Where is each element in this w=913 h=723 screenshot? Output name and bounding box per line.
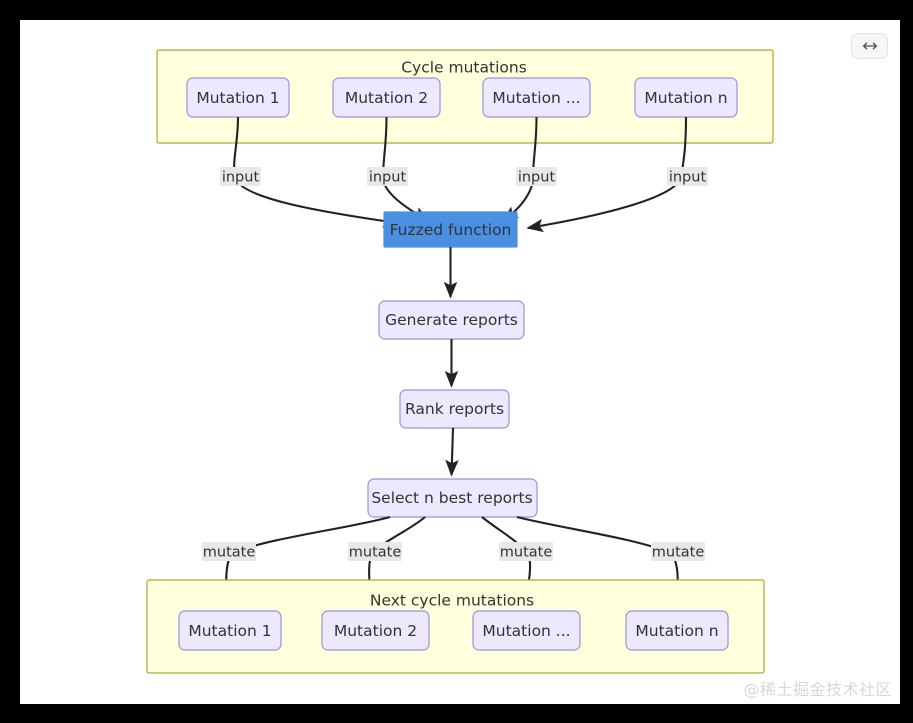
expand-width-button[interactable]	[851, 33, 888, 59]
node-mutation-ellipsis-bottom[interactable]: Mutation ...	[472, 610, 581, 651]
node-fuzzed-function-label: Fuzzed function	[390, 221, 512, 239]
node-rank-reports-box[interactable]	[399, 389, 510, 429]
node-mutation-ellipsis-top[interactable]: Mutation ...	[482, 77, 591, 118]
node-rank-reports-label: Rank reports	[405, 400, 504, 418]
edge-label-mutate-2: mutate	[348, 542, 402, 561]
node-fuzzed-function[interactable]: Fuzzed function	[383, 211, 518, 248]
node-mutation-ellipsis-bottom-label: Mutation ...	[482, 622, 570, 640]
edge-label-mutate-1-text: mutate	[203, 545, 256, 561]
edge-label-input-3-text: input	[518, 170, 556, 186]
edge-label-mutate-2-bg	[348, 542, 402, 561]
node-generate-reports[interactable]: Generate reports	[378, 300, 525, 340]
node-select-n-best-reports[interactable]: Select n best reports	[367, 478, 538, 518]
flowchart-svg: Cycle mutations Mutation 1 Mutation 2 Mu…	[146, 49, 774, 674]
edge-label-mutate-1-bg	[202, 542, 256, 561]
edge-label-mutate-1: mutate	[202, 542, 256, 561]
node-mutation-n-top-label: Mutation n	[644, 89, 727, 107]
node-mutation-1-top[interactable]: Mutation 1	[186, 77, 290, 118]
node-mutation-2-bottom-box[interactable]	[321, 610, 430, 651]
node-mutation-2-top[interactable]: Mutation 2	[332, 77, 441, 118]
node-select-n-best-reports-label: Select n best reports	[371, 489, 532, 507]
node-mutation-ellipsis-top-label: Mutation ...	[492, 89, 580, 107]
cluster-cycle-mutations: Cycle mutations	[156, 49, 774, 144]
edge-label-mutate-4-text: mutate	[652, 545, 705, 561]
edge-label-mutate-4: mutate	[651, 542, 705, 561]
node-mutation-ellipsis-bottom-box[interactable]	[472, 610, 581, 651]
edge-label-input-1: input	[220, 167, 261, 186]
node-mutation-n-bottom-box[interactable]	[625, 610, 729, 651]
edge-label-mutate-4-bg	[651, 542, 705, 561]
edge-label-mutate-3-text: mutate	[500, 545, 553, 561]
watermark-text: @稀土掘金技术社区	[743, 680, 892, 699]
edge-label-input-4-text: input	[669, 170, 707, 186]
edge-label-input-3: input	[516, 167, 557, 186]
edge-label-input-2: input	[367, 167, 408, 186]
edge-label-input-4-bg	[667, 167, 708, 186]
node-generate-reports-label: Generate reports	[385, 311, 518, 329]
edge-label-mutate-3: mutate	[499, 542, 553, 561]
edge-label-mutate-2-text: mutate	[349, 545, 402, 561]
node-mutation-2-bottom-label: Mutation 2	[334, 622, 417, 640]
cluster-next-cycle-mutations-label: Next cycle mutations	[370, 592, 534, 610]
diagram-canvas[interactable]: Cycle mutations Mutation 1 Mutation 2 Mu…	[20, 20, 900, 704]
node-mutation-n-top[interactable]: Mutation n	[634, 77, 738, 118]
edge-label-input-2-text: input	[369, 170, 407, 186]
node-mutation-n-bottom-label: Mutation n	[635, 622, 718, 640]
node-mutation-1-bottom-label: Mutation 1	[188, 622, 271, 640]
node-select-n-best-reports-box[interactable]	[367, 478, 538, 518]
node-rank-reports[interactable]: Rank reports	[399, 389, 510, 429]
horizontal-resize-icon	[862, 38, 878, 54]
node-mutation-2-top-label: Mutation 2	[345, 89, 428, 107]
node-mutation-1-bottom-box[interactable]	[178, 610, 282, 651]
cluster-cycle-mutations-box	[156, 49, 774, 144]
edge-label-input-1-text: input	[222, 170, 260, 186]
edge-label-input-3-bg	[516, 167, 557, 186]
node-mutation-1-top-label: Mutation 1	[196, 89, 279, 107]
node-mutation-2-bottom[interactable]: Mutation 2	[321, 610, 430, 651]
edge-label-input-1-bg	[220, 167, 261, 186]
node-mutation-1-bottom[interactable]: Mutation 1	[178, 610, 282, 651]
edge-label-input-2-bg	[367, 167, 408, 186]
edge-label-input-4: input	[667, 167, 708, 186]
cluster-next-cycle-mutations: Next cycle mutations	[146, 579, 765, 674]
cluster-next-cycle-mutations-box	[146, 579, 765, 674]
node-mutation-n-bottom[interactable]: Mutation n	[625, 610, 729, 651]
cluster-cycle-mutations-label: Cycle mutations	[401, 59, 527, 77]
edge-rank-to-select	[445, 427, 459, 477]
edge-label-mutate-3-bg	[499, 542, 553, 561]
